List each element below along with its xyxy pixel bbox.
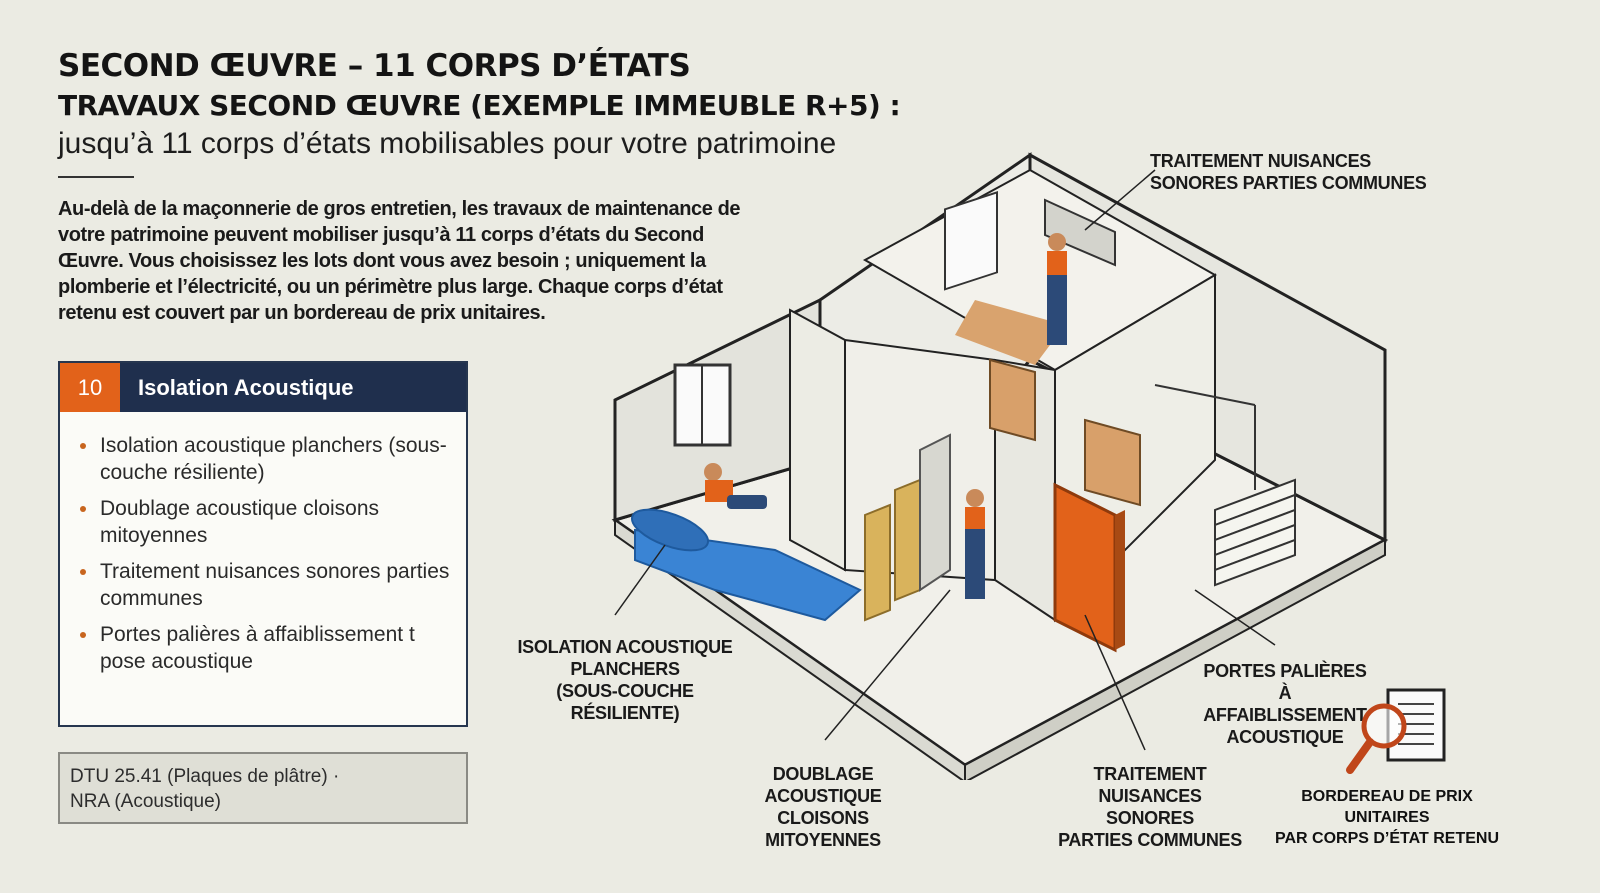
norm-nra: NRA (Acoustique) [70, 791, 222, 812]
lot-item: Portes palières à affaiblissement t pose… [78, 621, 452, 675]
lot-item: Traitement nuisances sonores parties com… [78, 558, 452, 612]
norm-dtu: DTU 25.41 (Plaques de plâtre) · [70, 766, 340, 787]
callout-line: À AFFAIBLISSEMENT [1203, 683, 1367, 725]
callout-line: CLOISONS MITOYENNES [765, 808, 881, 850]
lot-item: Isolation acoustique planchers (sous-cou… [78, 432, 452, 486]
callout-line: SONORES [1106, 808, 1194, 828]
lot-header: 10 Isolation Acoustique [60, 363, 466, 412]
callout-wall-lining: DOUBLAGE ACOUSTIQUE CLOISONS MITOYENNES [718, 763, 928, 851]
insulation-panel [864, 503, 891, 622]
worker-wall [965, 489, 985, 599]
callout-floor-insulation: ISOLATION ACOUSTIQUE PLANCHERS (SOUS-COU… [510, 636, 740, 724]
callout-line: TRAITEMENT NUISANCES [1093, 764, 1207, 806]
page-title: SECOND ŒUVRE – 11 CORPS D’ÉTATS [58, 48, 691, 84]
staircase [1154, 384, 1296, 587]
callout-line: PLANCHERS [570, 659, 680, 679]
acoustic-underlay [634, 528, 862, 622]
callout-line: DOUBLAGE ACOUSTIQUE [764, 764, 882, 806]
building-cutaway-illustration [611, 152, 1389, 780]
lot-item-text: Isolation acoustique planchers (sous-cou… [100, 434, 447, 484]
document-magnifier-icon [1346, 688, 1446, 774]
callout-line: ISOLATION ACOUSTIQUE [517, 637, 733, 657]
bpu-caption: BORDEREAU DE PRIX UNITAIRES PAR CORPS D’… [1258, 786, 1516, 849]
lot-number-badge: 10 [60, 363, 120, 412]
callout-line: (SOUS-COUCHE RÉSILIENTE) [556, 681, 694, 723]
bullet-icon [80, 506, 86, 512]
norms-reference-box: DTU 25.41 (Plaques de plâtre) · NRA (Aco… [58, 752, 468, 824]
worker-floor [704, 463, 767, 509]
bpu-line: BORDEREAU DE PRIX UNITAIRES [1301, 788, 1473, 826]
callout-line: TRAITEMENT NUISANCES [1150, 151, 1372, 171]
bullet-icon [80, 569, 86, 575]
lot-item: Doublage acoustique cloisons mitoyennes [78, 495, 452, 549]
callout-line: PORTES PALIÈRES [1203, 661, 1367, 681]
intro-paragraph: Au-delà de la maçonnerie de gros entreti… [58, 198, 741, 324]
callout-upper-acoustic: TRAITEMENT NUISANCES SONORES PARTIES COM… [1150, 150, 1427, 194]
lot-item-text: Portes palières à affaiblissement t pose… [100, 623, 415, 673]
bpu-line: PAR CORPS D’ÉTAT RETENU [1274, 830, 1499, 847]
lot-item-list: Isolation acoustique planchers (sous-cou… [60, 412, 466, 675]
lot-item-text: Doublage acoustique cloisons mitoyennes [100, 497, 380, 547]
callout-landing-doors: PORTES PALIÈRES À AFFAIBLISSEMENT ACOUST… [1195, 660, 1375, 748]
callout-line: SONORES PARTIES COMMUNES [1150, 173, 1427, 193]
bullet-icon [80, 443, 86, 449]
lot-title: Isolation Acoustique [138, 374, 354, 400]
lot-item-text: Traitement nuisances sonores parties com… [100, 560, 450, 610]
page-headline: TRAVAUX SECOND ŒUVRE (EXEMPLE IMMEUBLE R… [58, 89, 901, 122]
worker-ceiling [1047, 233, 1067, 345]
lot-card: 10 Isolation Acoustique Isolation acoust… [58, 361, 468, 727]
bullet-icon [80, 632, 86, 638]
landing-door [1053, 482, 1117, 653]
callout-line: ACOUSTIQUE [1226, 727, 1344, 747]
callout-line: PARTIES COMMUNES [1058, 830, 1242, 850]
callout-common-parts: TRAITEMENT NUISANCES SONORES PARTIES COM… [1040, 763, 1260, 851]
title-divider [58, 176, 134, 178]
page-subtitle: jusqu’à 11 corps d’états mobilisables po… [58, 127, 837, 160]
